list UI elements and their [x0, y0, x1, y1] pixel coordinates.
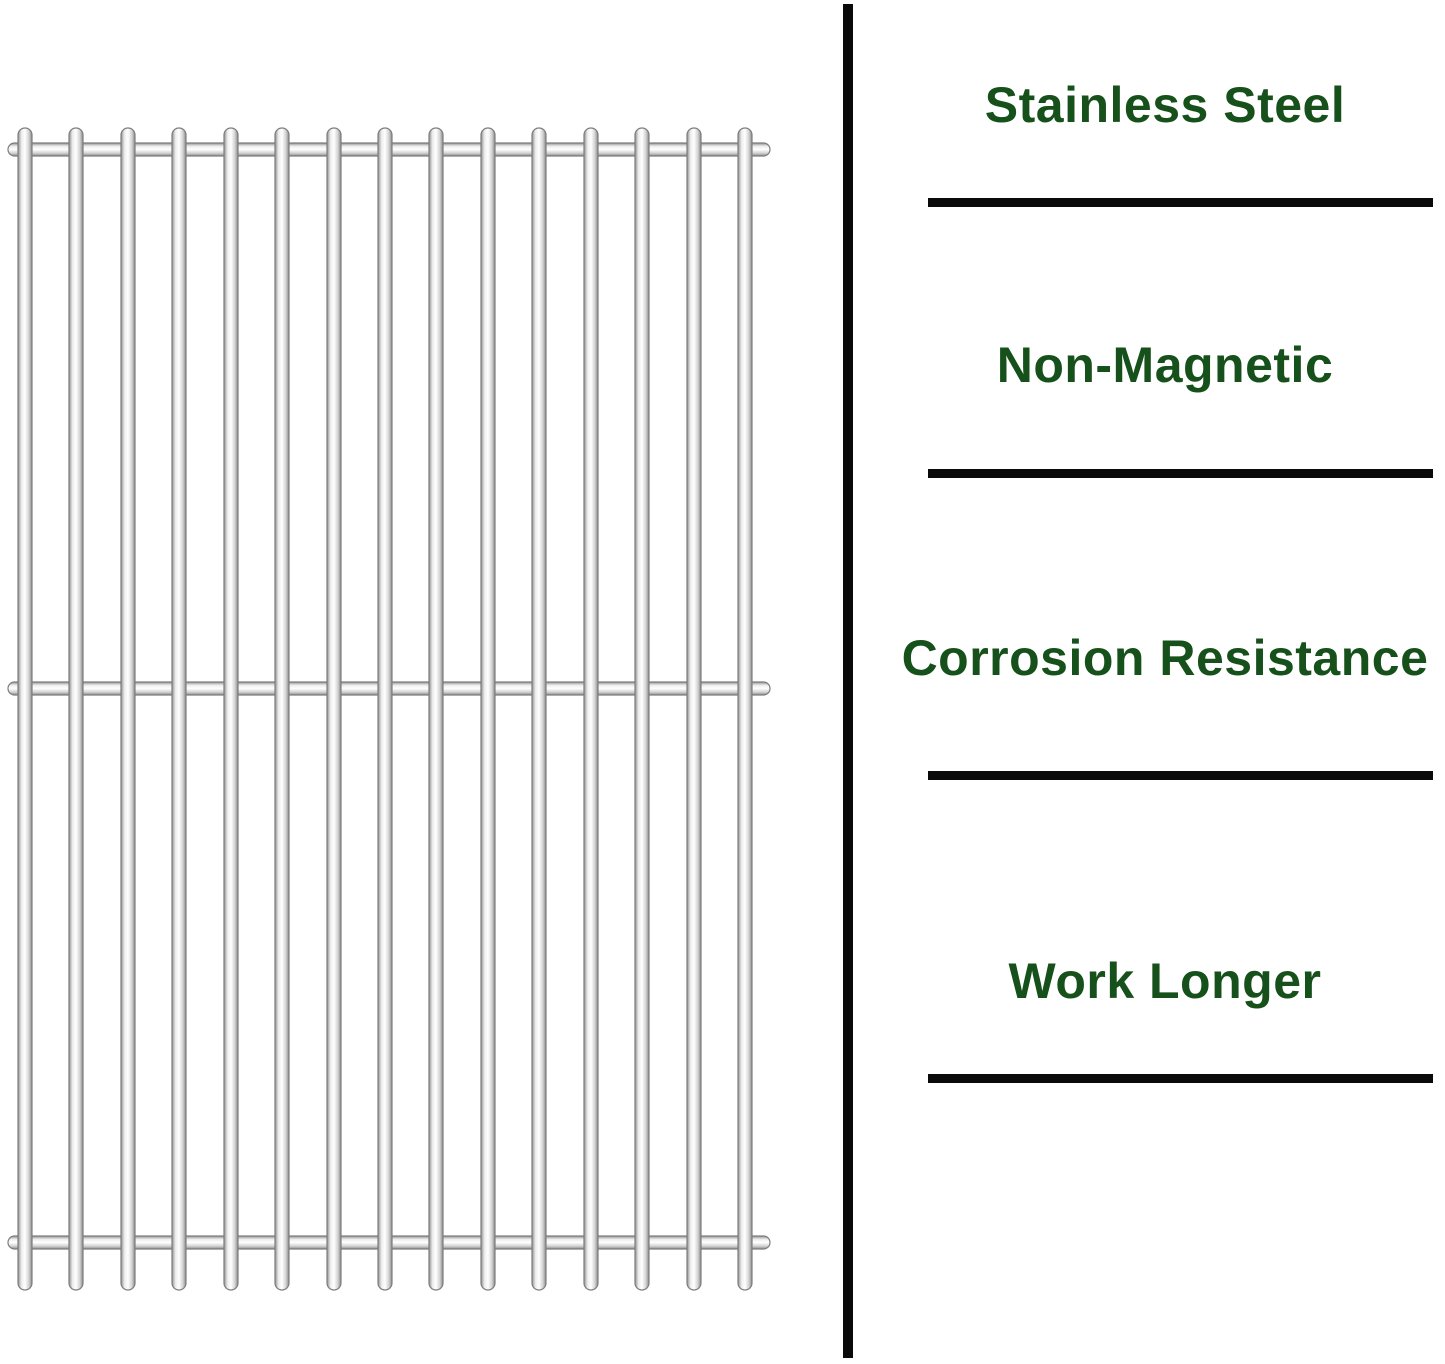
separator-line	[928, 198, 1433, 207]
separator-line	[928, 1074, 1433, 1083]
feature-list: Stainless Steel Non-Magnetic Corrosion R…	[855, 0, 1445, 1364]
grate-rod	[686, 127, 702, 1291]
grate-rod	[171, 127, 187, 1291]
feature-label-corrosion-resistance: Corrosion Resistance	[901, 630, 1429, 686]
grate-rod	[274, 127, 290, 1291]
vertical-divider	[843, 4, 853, 1358]
grate-rod	[634, 127, 650, 1291]
grate-rod	[377, 127, 393, 1291]
separator-line	[928, 469, 1433, 478]
grate-rod	[17, 127, 33, 1291]
grate-rod	[68, 127, 84, 1291]
grate-rod	[480, 127, 496, 1291]
grate-rod	[737, 127, 753, 1291]
grate-rod	[326, 127, 342, 1291]
grate-rod	[531, 127, 547, 1291]
grill-grate-svg	[7, 127, 771, 1291]
grate-rod	[120, 127, 136, 1291]
feature-label-stainless-steel: Stainless Steel	[984, 77, 1346, 133]
grate-rod	[583, 127, 599, 1291]
feature-label-work-longer: Work Longer	[1008, 953, 1322, 1009]
grate-rod	[223, 127, 239, 1291]
grill-grate-graphic	[7, 127, 771, 1291]
feature-label-non-magnetic: Non-Magnetic	[996, 337, 1334, 393]
grate-rod	[428, 127, 444, 1291]
separator-line	[928, 771, 1433, 780]
